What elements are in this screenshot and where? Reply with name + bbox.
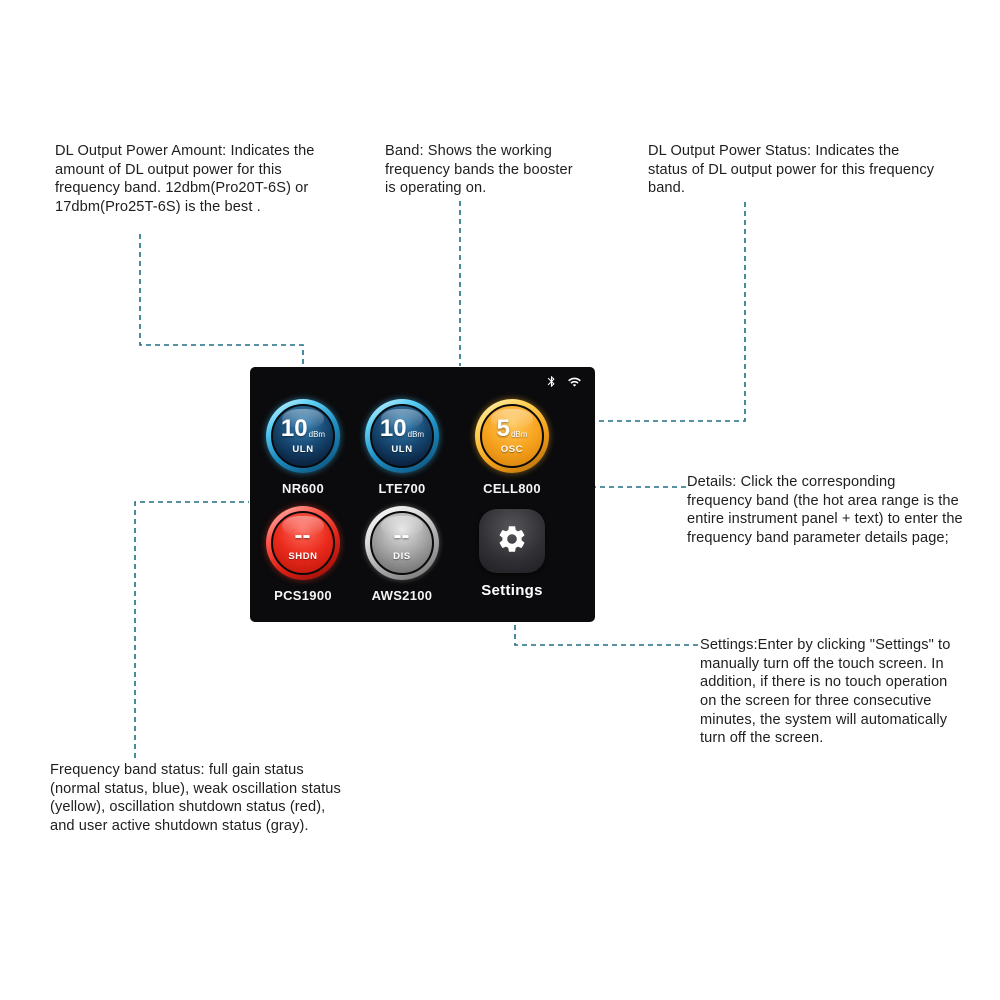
band-status: ULN [292,444,314,455]
band-tile-nr600[interactable]: 10 dBm ULN NR600 [253,399,353,496]
band-gauge-nr600: 10 dBm ULN [266,399,340,473]
band-gauge-lte700: 10 dBm ULN [365,399,439,473]
band-tile-aws2100[interactable]: -- DIS AWS2100 [352,506,452,603]
leader-line-frequency-band-status [134,501,249,758]
band-unit: dBm [407,430,425,439]
settings-button[interactable] [479,509,545,573]
wifi-icon [566,375,583,389]
annotation-settings: Settings:Enter by clicking "Settings" to… [700,637,951,747]
annotation-band: Band: Shows the working frequency bands … [385,143,573,197]
band-value: 5 [496,415,510,442]
band-gauge-aws2100: -- DIS [365,506,439,580]
band-gauge-pcs1900: -- SHDN [266,506,340,580]
band-name-label: NR600 [282,481,324,496]
band-status: OSC [500,444,524,455]
band-status: ULN [391,444,413,455]
settings-label: Settings [481,582,543,599]
band-tile-cell800[interactable]: 5 dBm OSC CELL800 [462,399,562,496]
bluetooth-icon [545,374,558,389]
status-icons [545,374,583,389]
band-name-label: LTE700 [378,481,426,496]
band-value: 10 [379,415,407,442]
gear-icon [496,523,528,560]
band-unit: dBm [308,430,326,439]
band-status: DIS [393,551,411,562]
band-status: SHDN [288,551,318,562]
annotation-details: Details: Click the corresponding frequen… [687,474,963,547]
band-name-label: AWS2100 [371,588,433,603]
band-value: -- [393,522,410,549]
band-gauge-cell800: 5 dBm OSC [475,399,549,473]
band-value: -- [294,522,311,549]
band-tile-pcs1900[interactable]: -- SHDN PCS1900 [253,506,353,603]
settings-tile[interactable]: Settings [462,506,562,599]
annotation-dl-power-amount: DL Output Power Amount: Indicates the am… [55,143,315,216]
device-screen: 10 dBm ULN NR600 10 dBm ULN LTE700 5 [250,367,595,622]
band-value: 10 [280,415,308,442]
band-name-label: CELL800 [483,481,541,496]
band-unit: dBm [510,430,528,439]
annotation-frequency-band-status: Frequency band status: full gain status … [50,762,341,835]
band-name-label: PCS1900 [274,588,332,603]
annotation-dl-power-status: DL Output Power Status: Indicates the st… [648,143,935,197]
band-tile-lte700[interactable]: 10 dBm ULN LTE700 [352,399,452,496]
